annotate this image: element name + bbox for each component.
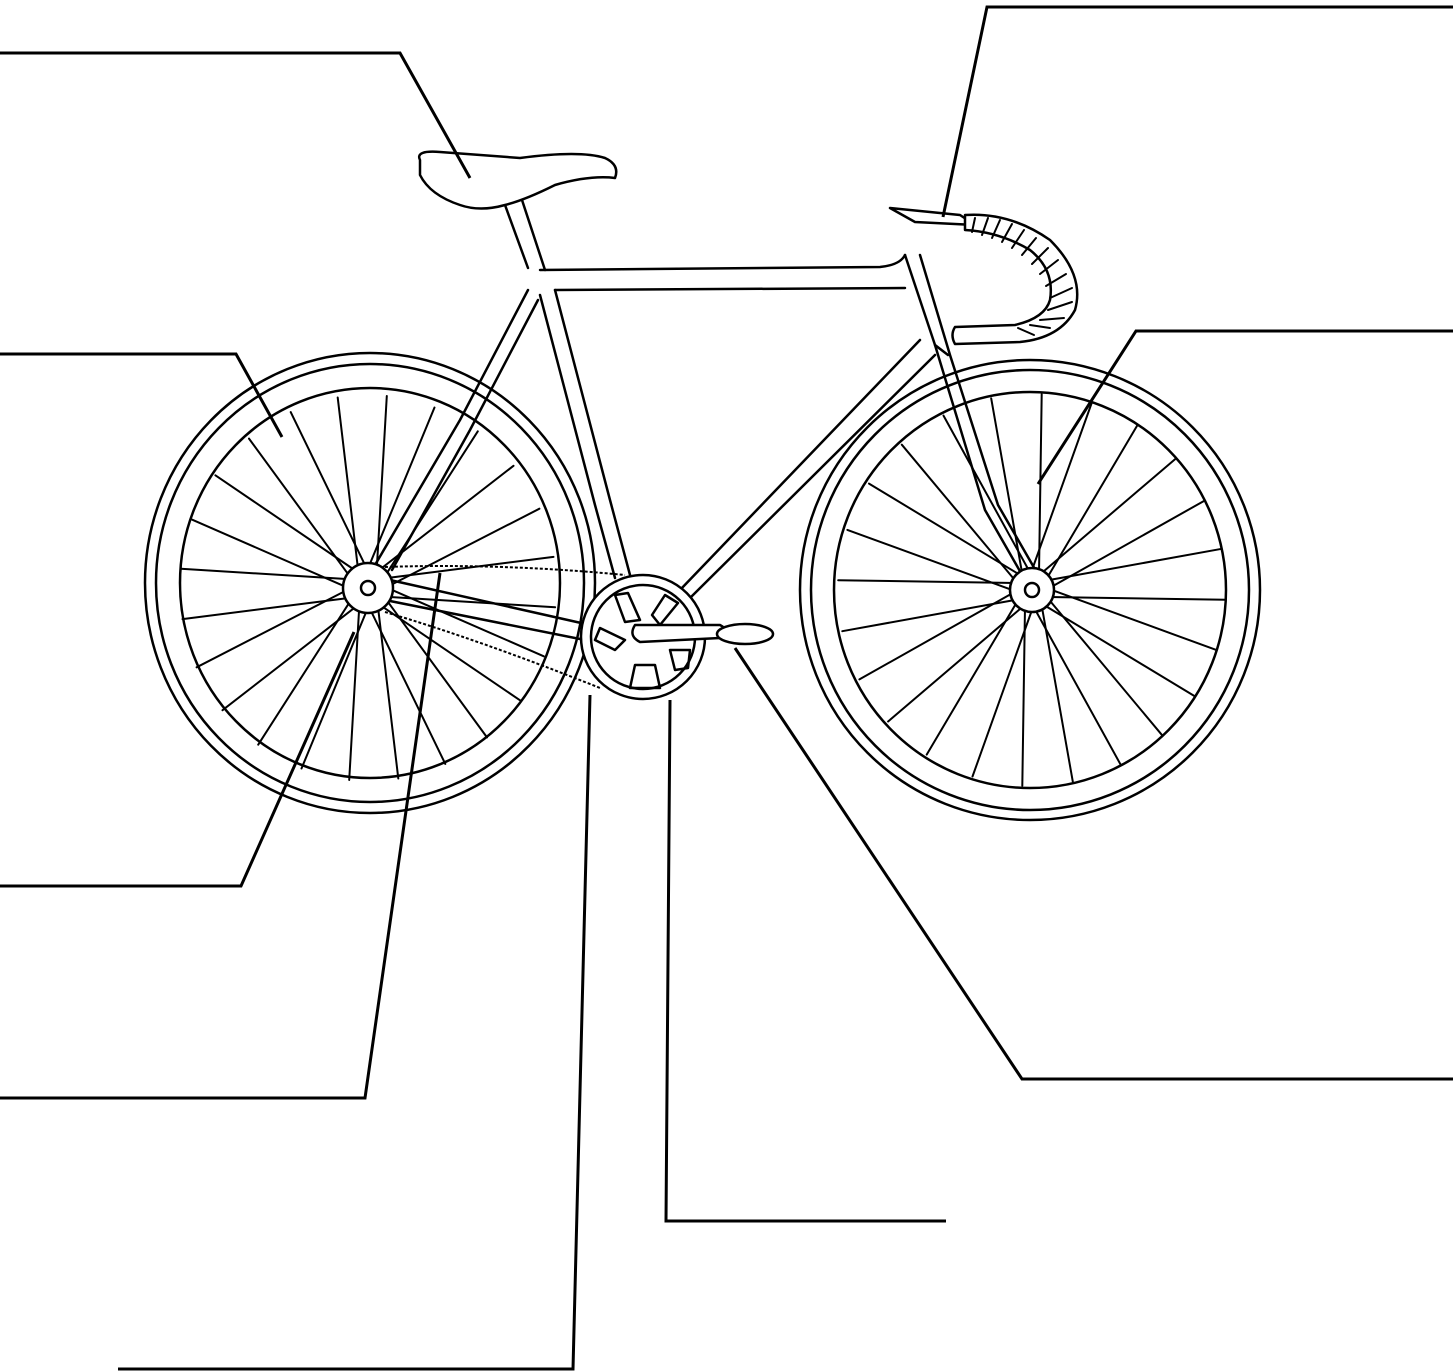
spoke	[1042, 605, 1073, 781]
handlebars	[890, 208, 1077, 344]
leader-pedal	[735, 648, 1453, 1079]
spoke	[368, 408, 434, 569]
leader-saddle	[0, 53, 470, 178]
rear-hub	[343, 563, 393, 613]
spoke	[842, 600, 1017, 632]
spoke	[183, 598, 351, 619]
leader-rear-hub	[0, 632, 354, 886]
leader-lines	[0, 7, 1453, 1369]
spoke	[338, 398, 359, 571]
leader-chain	[0, 573, 440, 1098]
bicycle-frame	[375, 200, 1040, 640]
front-hub	[1010, 568, 1054, 612]
leader-handlebars	[943, 7, 1453, 217]
spoke	[385, 557, 553, 578]
leader-crank	[666, 700, 946, 1221]
spoke	[1047, 549, 1222, 581]
spoke	[388, 588, 544, 656]
spoke	[378, 605, 399, 778]
spoke	[302, 608, 368, 769]
leader-chainring	[118, 695, 590, 1369]
spoke	[192, 520, 348, 588]
saddle	[419, 152, 616, 209]
leader-front-wheel	[1038, 331, 1453, 484]
